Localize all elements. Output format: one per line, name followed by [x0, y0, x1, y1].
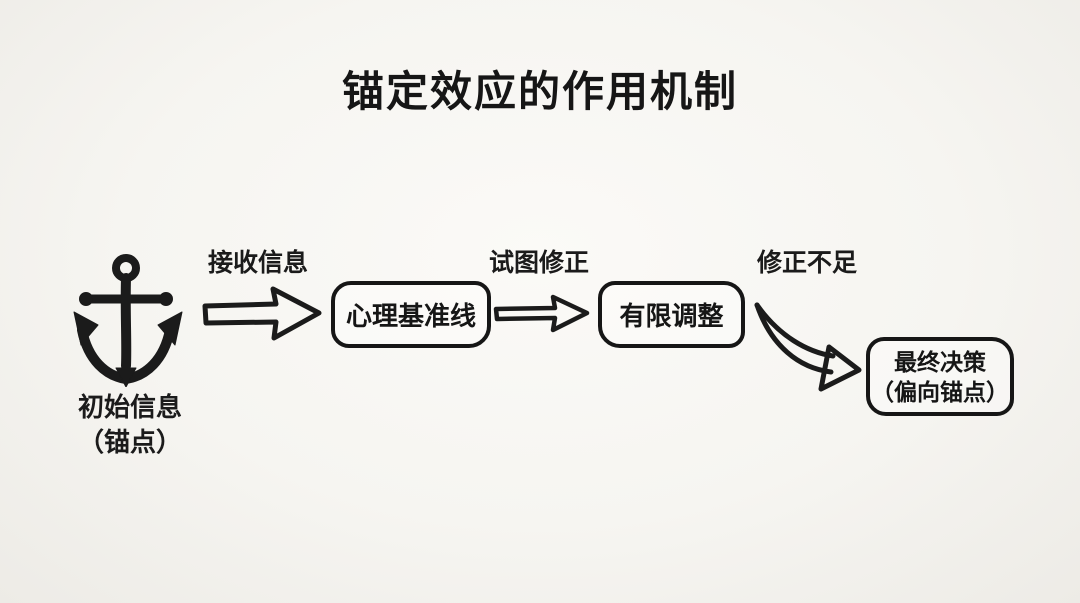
node-final-decision: 最终决策 （偏向锚点）	[866, 337, 1014, 416]
node-mental-baseline-label: 心理基准线	[345, 301, 476, 331]
node-mental-baseline: 心理基准线	[331, 281, 491, 348]
arrow-label-attempt-correct: 试图修正	[489, 249, 590, 277]
curved-arrow-icon	[754, 302, 862, 392]
right-arrow-icon	[202, 286, 322, 341]
anchor-caption: 初始信息 （锚点）	[40, 390, 220, 460]
node-limited-adjustment-label: 有限调整	[619, 301, 724, 331]
arrow-label-insufficient-correction: 修正不足	[757, 249, 858, 277]
node-final-decision-line1: 最终决策	[894, 348, 986, 375]
page-title: 锚定效应的作用机制	[341, 68, 738, 115]
anchor-caption-line2: （锚点）	[77, 427, 182, 457]
anchor-icon	[73, 254, 183, 387]
arrow-label-receive-info: 接收信息	[208, 249, 309, 277]
anchor-caption-line1: 初始信息	[77, 392, 182, 422]
node-final-decision-line2: （偏向锚点）	[871, 378, 1009, 405]
right-arrow-icon	[493, 294, 590, 333]
node-limited-adjustment: 有限调整	[598, 281, 745, 348]
